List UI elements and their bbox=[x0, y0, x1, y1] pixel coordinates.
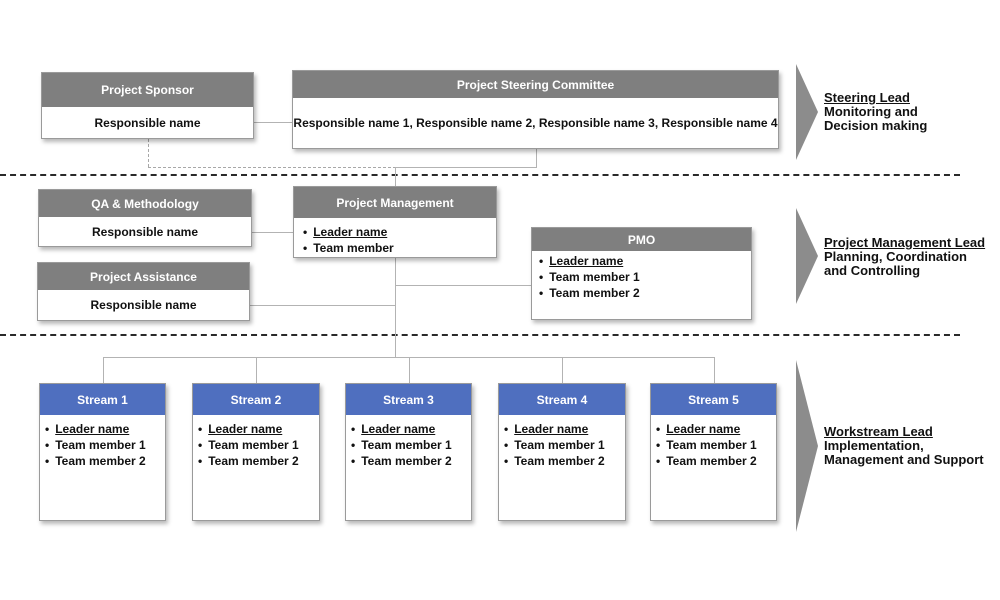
project-sponsor-box: Project Sponsor Responsible name bbox=[41, 72, 254, 139]
stream-header: Stream 2 bbox=[193, 384, 319, 415]
connector-steering-down bbox=[536, 149, 537, 167]
stream-leader: Leader name bbox=[198, 421, 319, 437]
connector-assistance bbox=[250, 305, 395, 306]
pm-leader: Leader name bbox=[303, 224, 496, 240]
project-assistance-box: Project Assistance Responsible name bbox=[37, 262, 250, 321]
stream-team-member-2: Team member 2 bbox=[351, 453, 471, 469]
chevron-arrow-icon bbox=[796, 208, 818, 304]
connector-trunk-top bbox=[395, 167, 537, 168]
stream-team-member-1: Team member 1 bbox=[504, 437, 625, 453]
project-sponsor-header: Project Sponsor bbox=[42, 73, 253, 107]
connector-pm-down bbox=[395, 258, 396, 358]
stream-team-member-1: Team member 1 bbox=[198, 437, 319, 453]
stream-team-member-1: Team member 1 bbox=[45, 437, 165, 453]
stream-leader: Leader name bbox=[656, 421, 776, 437]
side-label-line: Monitoring and bbox=[824, 104, 918, 119]
connector-qa-pm bbox=[252, 232, 293, 233]
side-label-project-management: Project Management Lead Planning, Coordi… bbox=[824, 236, 985, 278]
stream-box-3: Stream 3 Leader name Team member 1 Team … bbox=[345, 383, 472, 521]
stream-box-1: Stream 1 Leader name Team member 1 Team … bbox=[39, 383, 166, 521]
project-management-list: Leader name Team member bbox=[294, 218, 496, 256]
stream-list: Leader name Team member 1 Team member 2 bbox=[193, 415, 319, 469]
project-assistance-header: Project Assistance bbox=[38, 263, 249, 290]
project-sponsor-responsible: Responsible name bbox=[94, 115, 201, 130]
pmo-team-member-1: Team member 1 bbox=[539, 269, 751, 285]
side-label-title: Steering Lead bbox=[824, 90, 910, 105]
stream-list: Leader name Team member 1 Team member 2 bbox=[651, 415, 776, 469]
connector-sponsor-dotted-h bbox=[148, 167, 536, 168]
side-label-steering: Steering Lead Monitoring and Decision ma… bbox=[824, 91, 927, 133]
stream-leader: Leader name bbox=[504, 421, 625, 437]
side-label-title: Project Management Lead bbox=[824, 235, 986, 250]
pmo-list: Leader name Team member 1 Team member 2 bbox=[532, 251, 751, 301]
connector-stream-2 bbox=[256, 357, 257, 383]
pmo-leader: Leader name bbox=[539, 253, 751, 269]
qa-methodology-responsible: Responsible name bbox=[91, 224, 199, 239]
stream-leader: Leader name bbox=[45, 421, 165, 437]
project-management-header: Project Management bbox=[294, 187, 496, 218]
side-label-line: Implementation, bbox=[824, 438, 924, 453]
side-label-title: Workstream Lead bbox=[824, 424, 933, 439]
qa-methodology-box: QA & Methodology Responsible name bbox=[38, 189, 252, 247]
side-label-line: and Controlling bbox=[824, 263, 921, 278]
stream-header: Stream 3 bbox=[346, 384, 471, 415]
pm-team-member: Team member bbox=[303, 240, 496, 256]
project-assistance-responsible: Responsible name bbox=[90, 298, 197, 312]
connector-sponsor-dotted-v bbox=[148, 139, 149, 167]
stream-list: Leader name Team member 1 Team member 2 bbox=[346, 415, 471, 469]
stream-box-4: Stream 4 Leader name Team member 1 Team … bbox=[498, 383, 626, 521]
side-label-line: Planning, Coordination bbox=[824, 249, 967, 264]
side-label-workstream: Workstream Lead Implementation, Manageme… bbox=[824, 425, 984, 467]
stream-header: Stream 1 bbox=[40, 384, 165, 415]
stream-team-member-1: Team member 1 bbox=[351, 437, 471, 453]
stream-list: Leader name Team member 1 Team member 2 bbox=[499, 415, 625, 469]
stream-team-member-2: Team member 2 bbox=[198, 453, 319, 469]
level-divider-1 bbox=[0, 174, 960, 176]
steering-committee-header: Project Steering Committee bbox=[293, 71, 778, 98]
connector-stream-5 bbox=[714, 357, 715, 383]
stream-box-2: Stream 2 Leader name Team member 1 Team … bbox=[192, 383, 320, 521]
qa-methodology-header: QA & Methodology bbox=[39, 190, 251, 217]
connector-stream-3 bbox=[409, 357, 410, 383]
stream-team-member-2: Team member 2 bbox=[45, 453, 165, 469]
stream-list: Leader name Team member 1 Team member 2 bbox=[40, 415, 165, 469]
side-label-line: Decision making bbox=[824, 118, 928, 133]
pmo-team-member-2: Team member 2 bbox=[539, 285, 751, 301]
connector-stream-1 bbox=[103, 357, 104, 383]
stream-team-member-1: Team member 1 bbox=[656, 437, 776, 453]
chevron-arrow-icon bbox=[796, 360, 818, 532]
side-label-line: Management and Support bbox=[824, 452, 984, 467]
connector-trunk-to-pm bbox=[395, 167, 396, 186]
stream-box-5: Stream 5 Leader name Team member 1 Team … bbox=[650, 383, 777, 521]
level-divider-2 bbox=[0, 334, 960, 336]
pmo-box: PMO Leader name Team member 1 Team membe… bbox=[531, 227, 752, 320]
pmo-header: PMO bbox=[532, 228, 751, 251]
connector-sponsor-steering bbox=[254, 122, 292, 123]
connector-pmo bbox=[395, 285, 531, 286]
stream-leader: Leader name bbox=[351, 421, 471, 437]
chevron-arrow-icon bbox=[796, 64, 818, 160]
steering-committee-box: Project Steering Committee Responsible n… bbox=[292, 70, 779, 149]
stream-team-member-2: Team member 2 bbox=[504, 453, 625, 469]
project-management-box: Project Management Leader name Team memb… bbox=[293, 186, 497, 258]
steering-committee-responsible: Responsible name 1, Responsible name 2, … bbox=[293, 116, 778, 130]
connector-stream-4 bbox=[562, 357, 563, 383]
stream-header: Stream 4 bbox=[499, 384, 625, 415]
stream-header: Stream 5 bbox=[651, 384, 776, 415]
stream-team-member-2: Team member 2 bbox=[656, 453, 776, 469]
